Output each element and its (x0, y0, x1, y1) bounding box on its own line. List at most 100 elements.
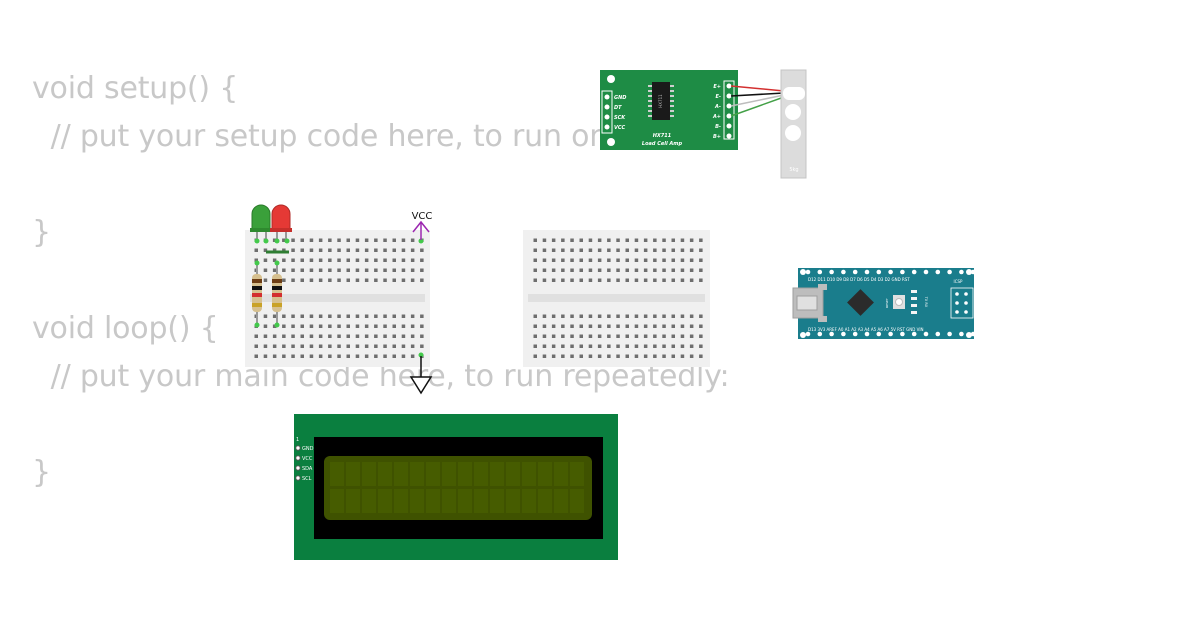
code-line-1[interactable]: void setup() { (32, 71, 239, 106)
vcc-arrow-icon (412, 220, 430, 233)
nano-header-pin[interactable] (970, 331, 976, 337)
breadboard-hole (588, 314, 593, 318)
nano-header-pin[interactable] (935, 331, 941, 337)
breadboard-hole (662, 324, 666, 328)
arduino-nano[interactable]: D12 D11 D10 D9 D8 D7 D6 D5 D4 D3 D2 GND … (792, 268, 976, 339)
hx711-pin-vcc[interactable] (604, 124, 610, 130)
load-cell-wires[interactable] (730, 85, 785, 117)
breadboard-hole (699, 268, 703, 272)
code-line-2[interactable]: // put your setup code here, to run once… (32, 119, 653, 154)
resistor-1-band (252, 279, 262, 283)
breadboard-hole (689, 354, 694, 358)
nano-header-pin[interactable] (841, 331, 846, 337)
nano-header-pin[interactable] (876, 269, 882, 275)
breadboard-hole (643, 344, 648, 348)
nano-header-pin[interactable] (947, 269, 952, 275)
wire-white[interactable] (730, 94, 785, 107)
breadboard-hole (671, 334, 675, 338)
nano-header-pin[interactable] (888, 331, 893, 337)
code-line-4[interactable]: } (32, 215, 51, 250)
breadboard-hole (401, 314, 406, 318)
hx711-pin-b-plus[interactable] (726, 133, 732, 139)
lcd-pin-scl[interactable] (295, 475, 301, 481)
code-line-6[interactable]: void loop() { (32, 311, 219, 346)
nano-header-pin[interactable] (900, 269, 905, 275)
breadboard-hole (625, 268, 629, 272)
hx711-pin-gnd[interactable] (604, 94, 610, 100)
lcd-pin-sda[interactable] (295, 465, 301, 471)
hx711-pin-a-minus[interactable] (726, 103, 732, 109)
lcd-pin-vcc[interactable] (295, 455, 301, 461)
nano-header-pin[interactable] (888, 269, 893, 275)
breadboard-hole (570, 258, 574, 262)
nano-header-pin[interactable] (817, 331, 823, 337)
hx711-pin-e-minus[interactable] (726, 93, 732, 99)
lcd-i2c-display[interactable]: 1 GND VCC SDA SCL (294, 414, 618, 560)
wire-black[interactable] (730, 92, 785, 97)
wire-green[interactable] (730, 96, 785, 117)
breadboard-hole (625, 344, 629, 348)
nano-header-pin[interactable] (959, 331, 964, 337)
resistor-2[interactable] (272, 264, 282, 324)
breadboard-hole (355, 314, 360, 318)
breadboard-hole (300, 248, 304, 252)
nano-header-pin[interactable] (805, 331, 811, 337)
code-line-9[interactable]: } (32, 455, 51, 490)
hx711-module[interactable]: GND DT SCK VCC HX711 HX711 Load Cell Amp… (600, 70, 738, 150)
lcd-pin-gnd[interactable] (295, 445, 301, 451)
breadboard-hole (588, 324, 593, 328)
nano-icsp-label: ICSP (954, 279, 964, 284)
wire-red[interactable] (730, 85, 785, 92)
breadboard-hole (653, 238, 657, 242)
vcc-power-symbol[interactable]: VCC (412, 211, 433, 240)
nano-header-pin[interactable] (852, 269, 858, 275)
lcd-character-cell (458, 462, 472, 486)
hx711-pin-a-plus[interactable] (726, 113, 732, 119)
breadboard-hole (328, 238, 332, 242)
nano-header-pin[interactable] (817, 269, 823, 275)
nano-header-pin[interactable] (805, 269, 811, 275)
nano-header-pin[interactable] (841, 269, 846, 275)
nano-header-pin[interactable] (935, 269, 941, 275)
breadboard-hole (643, 278, 648, 282)
nano-header-pin[interactable] (876, 331, 882, 337)
ground-symbol[interactable] (409, 356, 433, 395)
hx711-pin-sck[interactable] (604, 114, 610, 120)
breadboard-hole (662, 238, 666, 242)
nano-icsp-header[interactable] (950, 287, 974, 319)
load-cell[interactable]: 5kg (780, 69, 807, 179)
hx711-pin-b-minus[interactable] (726, 123, 732, 129)
nano-header-pin[interactable] (829, 331, 834, 337)
breadboard-hole (374, 278, 378, 282)
nano-header-pin[interactable] (900, 331, 905, 337)
led-red[interactable] (270, 204, 292, 242)
nano-header-pin[interactable] (923, 269, 929, 275)
nano-header-pin[interactable] (852, 331, 858, 337)
breadboard-hole (420, 344, 424, 348)
breadboard-right[interactable] (523, 230, 710, 367)
breadboard-hole (616, 344, 620, 348)
hx711-pin-e-plus[interactable] (726, 83, 732, 89)
connection-dot (263, 238, 269, 244)
nano-header-pin[interactable] (911, 331, 917, 337)
nano-header-pin[interactable] (923, 331, 929, 337)
led-red-rim (270, 228, 292, 232)
hx711-pin-dt[interactable] (604, 104, 610, 110)
hx711-pin-label: A+ (712, 114, 721, 120)
breadboard-hole (597, 334, 602, 338)
nano-header-pin[interactable] (829, 269, 834, 275)
breadboard-hole (364, 238, 369, 242)
breadboard-hole (346, 238, 350, 242)
nano-header-pin[interactable] (864, 331, 870, 337)
nano-header-pin[interactable] (947, 331, 952, 337)
lcd-pin-label: SDA (302, 466, 313, 472)
nano-header-pin[interactable] (959, 269, 964, 275)
breadboard-hole (588, 278, 593, 282)
nano-header-pin[interactable] (911, 269, 917, 275)
nano-header-pin[interactable] (970, 269, 976, 275)
resistor-1[interactable] (252, 264, 262, 324)
nano-led (911, 304, 917, 307)
breadboard-hole (346, 324, 350, 328)
nano-header-pin[interactable] (864, 269, 870, 275)
